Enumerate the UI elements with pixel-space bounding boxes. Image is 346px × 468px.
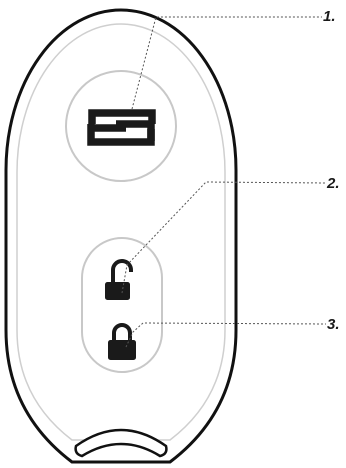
sync-button [65,70,177,182]
callout-1-leader [131,16,322,110]
callout-3-label: 3. [327,316,340,333]
callout-2-label: 2. [327,175,340,192]
sync-icon [87,109,156,146]
key-ring-notch [74,428,168,458]
fob-inner-face [16,23,226,441]
unlock-icon [105,259,133,300]
fob-outer-body [4,8,238,464]
callout-2-leader [121,181,327,294]
callout-3-leader [125,322,327,348]
lock-buttons-pill [81,237,163,373]
callout-1-label: 1. [323,8,336,25]
lock-icon [108,323,136,360]
